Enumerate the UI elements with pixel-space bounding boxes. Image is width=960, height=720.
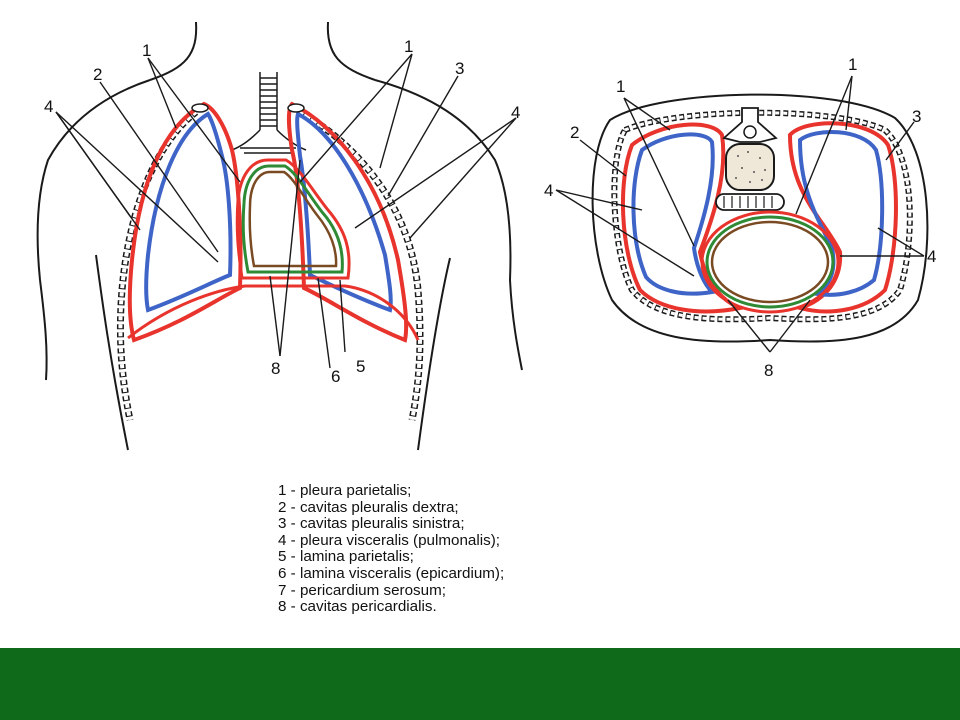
- footer-bar: [0, 648, 960, 720]
- arm-right: [509, 279, 523, 371]
- visceral-pleura-left-transverse: [797, 130, 885, 297]
- vertebra: [722, 107, 778, 191]
- frontal-label-1a: 1: [142, 41, 151, 60]
- legend-item: 8 - cavitas pericardialis.: [278, 598, 437, 616]
- legend-item: 4 - pleura visceralis (pulmonalis);: [278, 531, 500, 549]
- legend: 1 - pleura parietalis; 2 - cavitas pleur…: [278, 482, 505, 616]
- shoulder-left: [36, 79, 151, 281]
- frontal-label-8: 8: [271, 359, 280, 378]
- transverse-label-2: 2: [570, 123, 579, 142]
- frontal-view: 1 1 2 3 4 4 5 6 8: [36, 21, 523, 451]
- slide-canvas: 1 1 2 3 4 4 5 6 8: [36, 21, 937, 616]
- arm-inner-left: [95, 254, 129, 451]
- transverse-label-4b: 4: [927, 247, 936, 266]
- frontal-leader-lines: [55, 53, 517, 369]
- frontal-label-4b: 4: [511, 103, 520, 122]
- diaphragm: [127, 284, 420, 341]
- transverse-label-8: 8: [764, 361, 773, 380]
- frontal-label-5: 5: [356, 357, 365, 376]
- parietal-pleura-left-transverse: [787, 121, 898, 314]
- transverse-label-1a: 1: [616, 77, 625, 96]
- legend-item: 2 - cavitas pleuralis dextra;: [278, 498, 459, 516]
- arm-left: [39, 279, 48, 381]
- body-outline: [36, 21, 523, 451]
- transverse-label-1b: 1: [848, 55, 857, 74]
- shoulder-right: [374, 79, 512, 281]
- pleura-pericardium-diagram: 1 1 2 3 4 4 5 6 8: [36, 21, 936, 451]
- transverse-leader-lines: [555, 75, 925, 353]
- pericardium-transverse: [700, 210, 840, 314]
- frontal-label-1b: 1: [404, 37, 413, 56]
- legend-item: 5 - lamina parietalis;: [278, 548, 414, 566]
- pleura-left-lung: [287, 101, 409, 343]
- body-contour: [591, 93, 929, 343]
- parietal-pleura-right-transverse: [621, 122, 747, 314]
- frontal-label-6: 6: [331, 367, 340, 386]
- visceral-pleura-right: [144, 111, 233, 313]
- visceral-pleura-right-transverse: [631, 132, 717, 296]
- transverse-label-4a: 4: [544, 181, 553, 200]
- legend-item: 3 - cavitas pleuralis sinistra;: [278, 515, 465, 533]
- frontal-label-3: 3: [455, 59, 464, 78]
- neck-left: [149, 21, 198, 81]
- legend-item: 6 - lamina visceralis (epicardium);: [278, 564, 505, 582]
- legend-item: 1 - pleura parietalis;: [278, 482, 412, 499]
- pericardium-frontal: [235, 158, 351, 280]
- frontal-label-2: 2: [93, 65, 102, 84]
- frontal-label-4a: 4: [44, 97, 53, 116]
- neck-right: [326, 21, 376, 81]
- visceral-pleura-left: [295, 111, 393, 313]
- legend-item: 7 - pericardium serosum;: [278, 581, 446, 599]
- arm-inner-right: [417, 257, 451, 451]
- transverse-view: 1 1 2 3 4 4 8: [544, 55, 936, 380]
- transverse-label-3: 3: [912, 107, 921, 126]
- parietal-pleura-left: [287, 101, 409, 343]
